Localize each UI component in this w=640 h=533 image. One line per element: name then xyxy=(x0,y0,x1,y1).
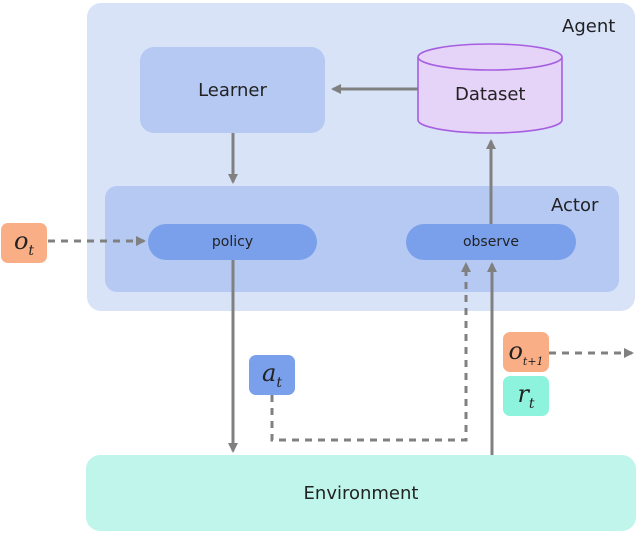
learner-label: Learner xyxy=(198,79,267,101)
policy-node: policy xyxy=(148,224,317,260)
dataset-label: Dataset xyxy=(455,84,526,105)
next-observation-subscript: t+1 xyxy=(522,354,544,368)
reward-symbol: r xyxy=(517,380,529,409)
action-subscript: t xyxy=(276,374,282,391)
environment-label: Environment xyxy=(303,482,419,504)
actor-label: Actor xyxy=(551,195,599,216)
observe-node: observe xyxy=(406,224,576,260)
action-symbol: a xyxy=(262,359,277,388)
action-to-observe-arrow xyxy=(270,262,471,442)
next-observation-tag: ot+1 xyxy=(503,332,549,372)
observe-label: observe xyxy=(462,234,519,250)
dataset-node xyxy=(417,43,563,134)
learner-node: Learner xyxy=(140,47,325,133)
agent-label: Agent xyxy=(562,16,616,37)
policy-label: policy xyxy=(211,234,254,250)
observation-symbol: o xyxy=(13,227,29,256)
observation-subscript: t xyxy=(28,242,35,259)
next-observation-symbol: o xyxy=(508,336,523,365)
reward-tag: rt xyxy=(503,376,549,416)
reward-subscript: t xyxy=(528,395,535,412)
environment-node: Environment xyxy=(86,455,636,531)
observation-tag: ot xyxy=(1,223,47,263)
action-tag: at xyxy=(249,355,295,395)
